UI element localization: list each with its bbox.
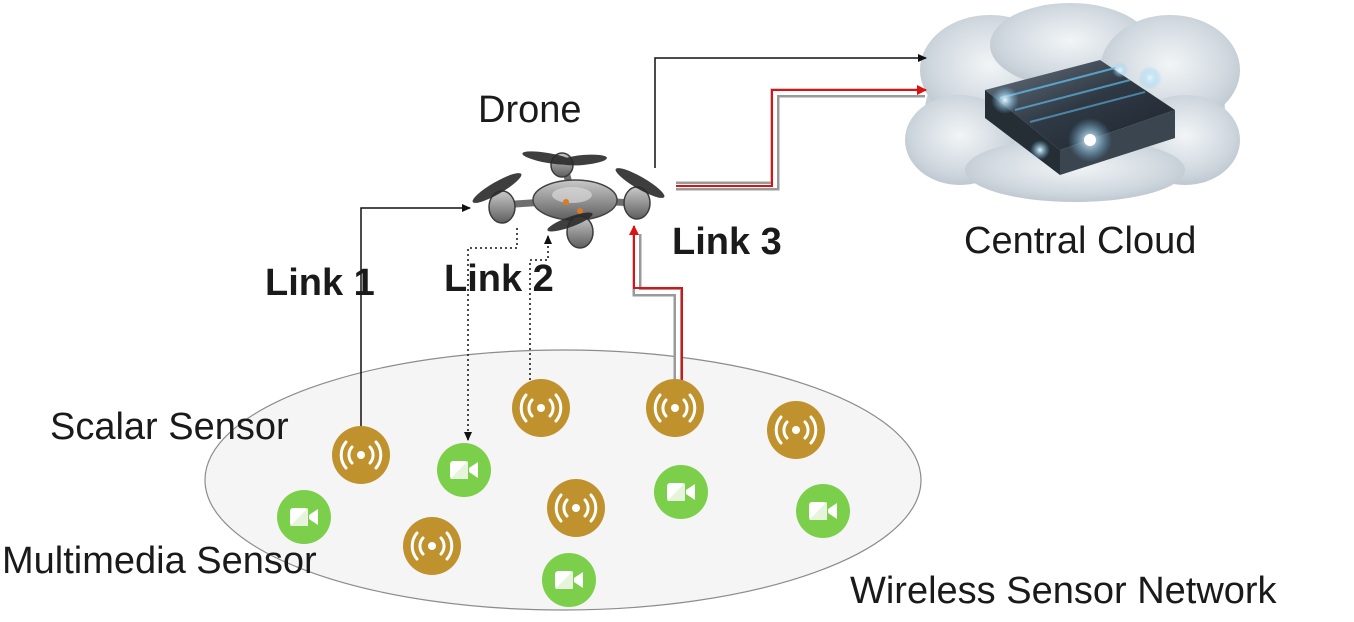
- wireless-signal-icon: [653, 393, 697, 423]
- link1-arrow: [360, 204, 471, 430]
- link2-downlink-arrow: [464, 228, 518, 441]
- multimedia-sensor-4: [796, 484, 850, 538]
- scalar-sensor-6: [403, 517, 461, 575]
- scalar-sensor-5: [547, 479, 605, 537]
- scalar-sensor-2: [512, 379, 570, 437]
- wireless-signal-icon: [554, 493, 598, 523]
- link1-label: Link 1: [265, 262, 375, 304]
- scalar-sensor-4: [767, 401, 825, 459]
- video-camera-icon: [667, 483, 695, 501]
- multimedia-sensor-1: [437, 443, 491, 497]
- wireless-signal-icon: [410, 531, 454, 561]
- multimedia-sensor-3: [277, 490, 331, 544]
- wireless-signal-icon: [339, 440, 383, 470]
- link2-label: Link 2: [444, 258, 554, 300]
- wireless-signal-icon: [774, 415, 818, 445]
- scalar-sensor-label: Scalar Sensor: [50, 406, 289, 448]
- sensors: [277, 379, 850, 607]
- drone-to-cloud-arrow: [654, 54, 927, 168]
- multimedia-sensor-label: Multimedia Sensor: [2, 540, 317, 582]
- video-camera-icon: [290, 508, 318, 526]
- video-camera-icon: [555, 571, 583, 589]
- multimedia-sensor-5: [542, 553, 596, 607]
- link3-label: Link 3: [672, 221, 782, 263]
- drone-label: Drone: [478, 89, 582, 131]
- multimedia-sensor-2: [654, 465, 708, 519]
- video-camera-icon: [809, 502, 837, 520]
- scalar-sensor-3: [646, 379, 704, 437]
- wireless-sensor-network-area: [204, 349, 922, 611]
- scalar-sensor-1: [332, 426, 390, 484]
- wireless-signal-icon: [519, 393, 563, 423]
- link2-uplink-arrow: [529, 235, 552, 380]
- wireless-sensor-network-label: Wireless Sensor Network: [850, 570, 1277, 612]
- quadcopter-icon: [472, 151, 665, 249]
- central-cloud-label: Central Cloud: [964, 220, 1197, 262]
- cloud-server-icon: [905, 3, 1240, 202]
- video-camera-icon: [450, 461, 478, 479]
- link3-path: [629, 85, 927, 380]
